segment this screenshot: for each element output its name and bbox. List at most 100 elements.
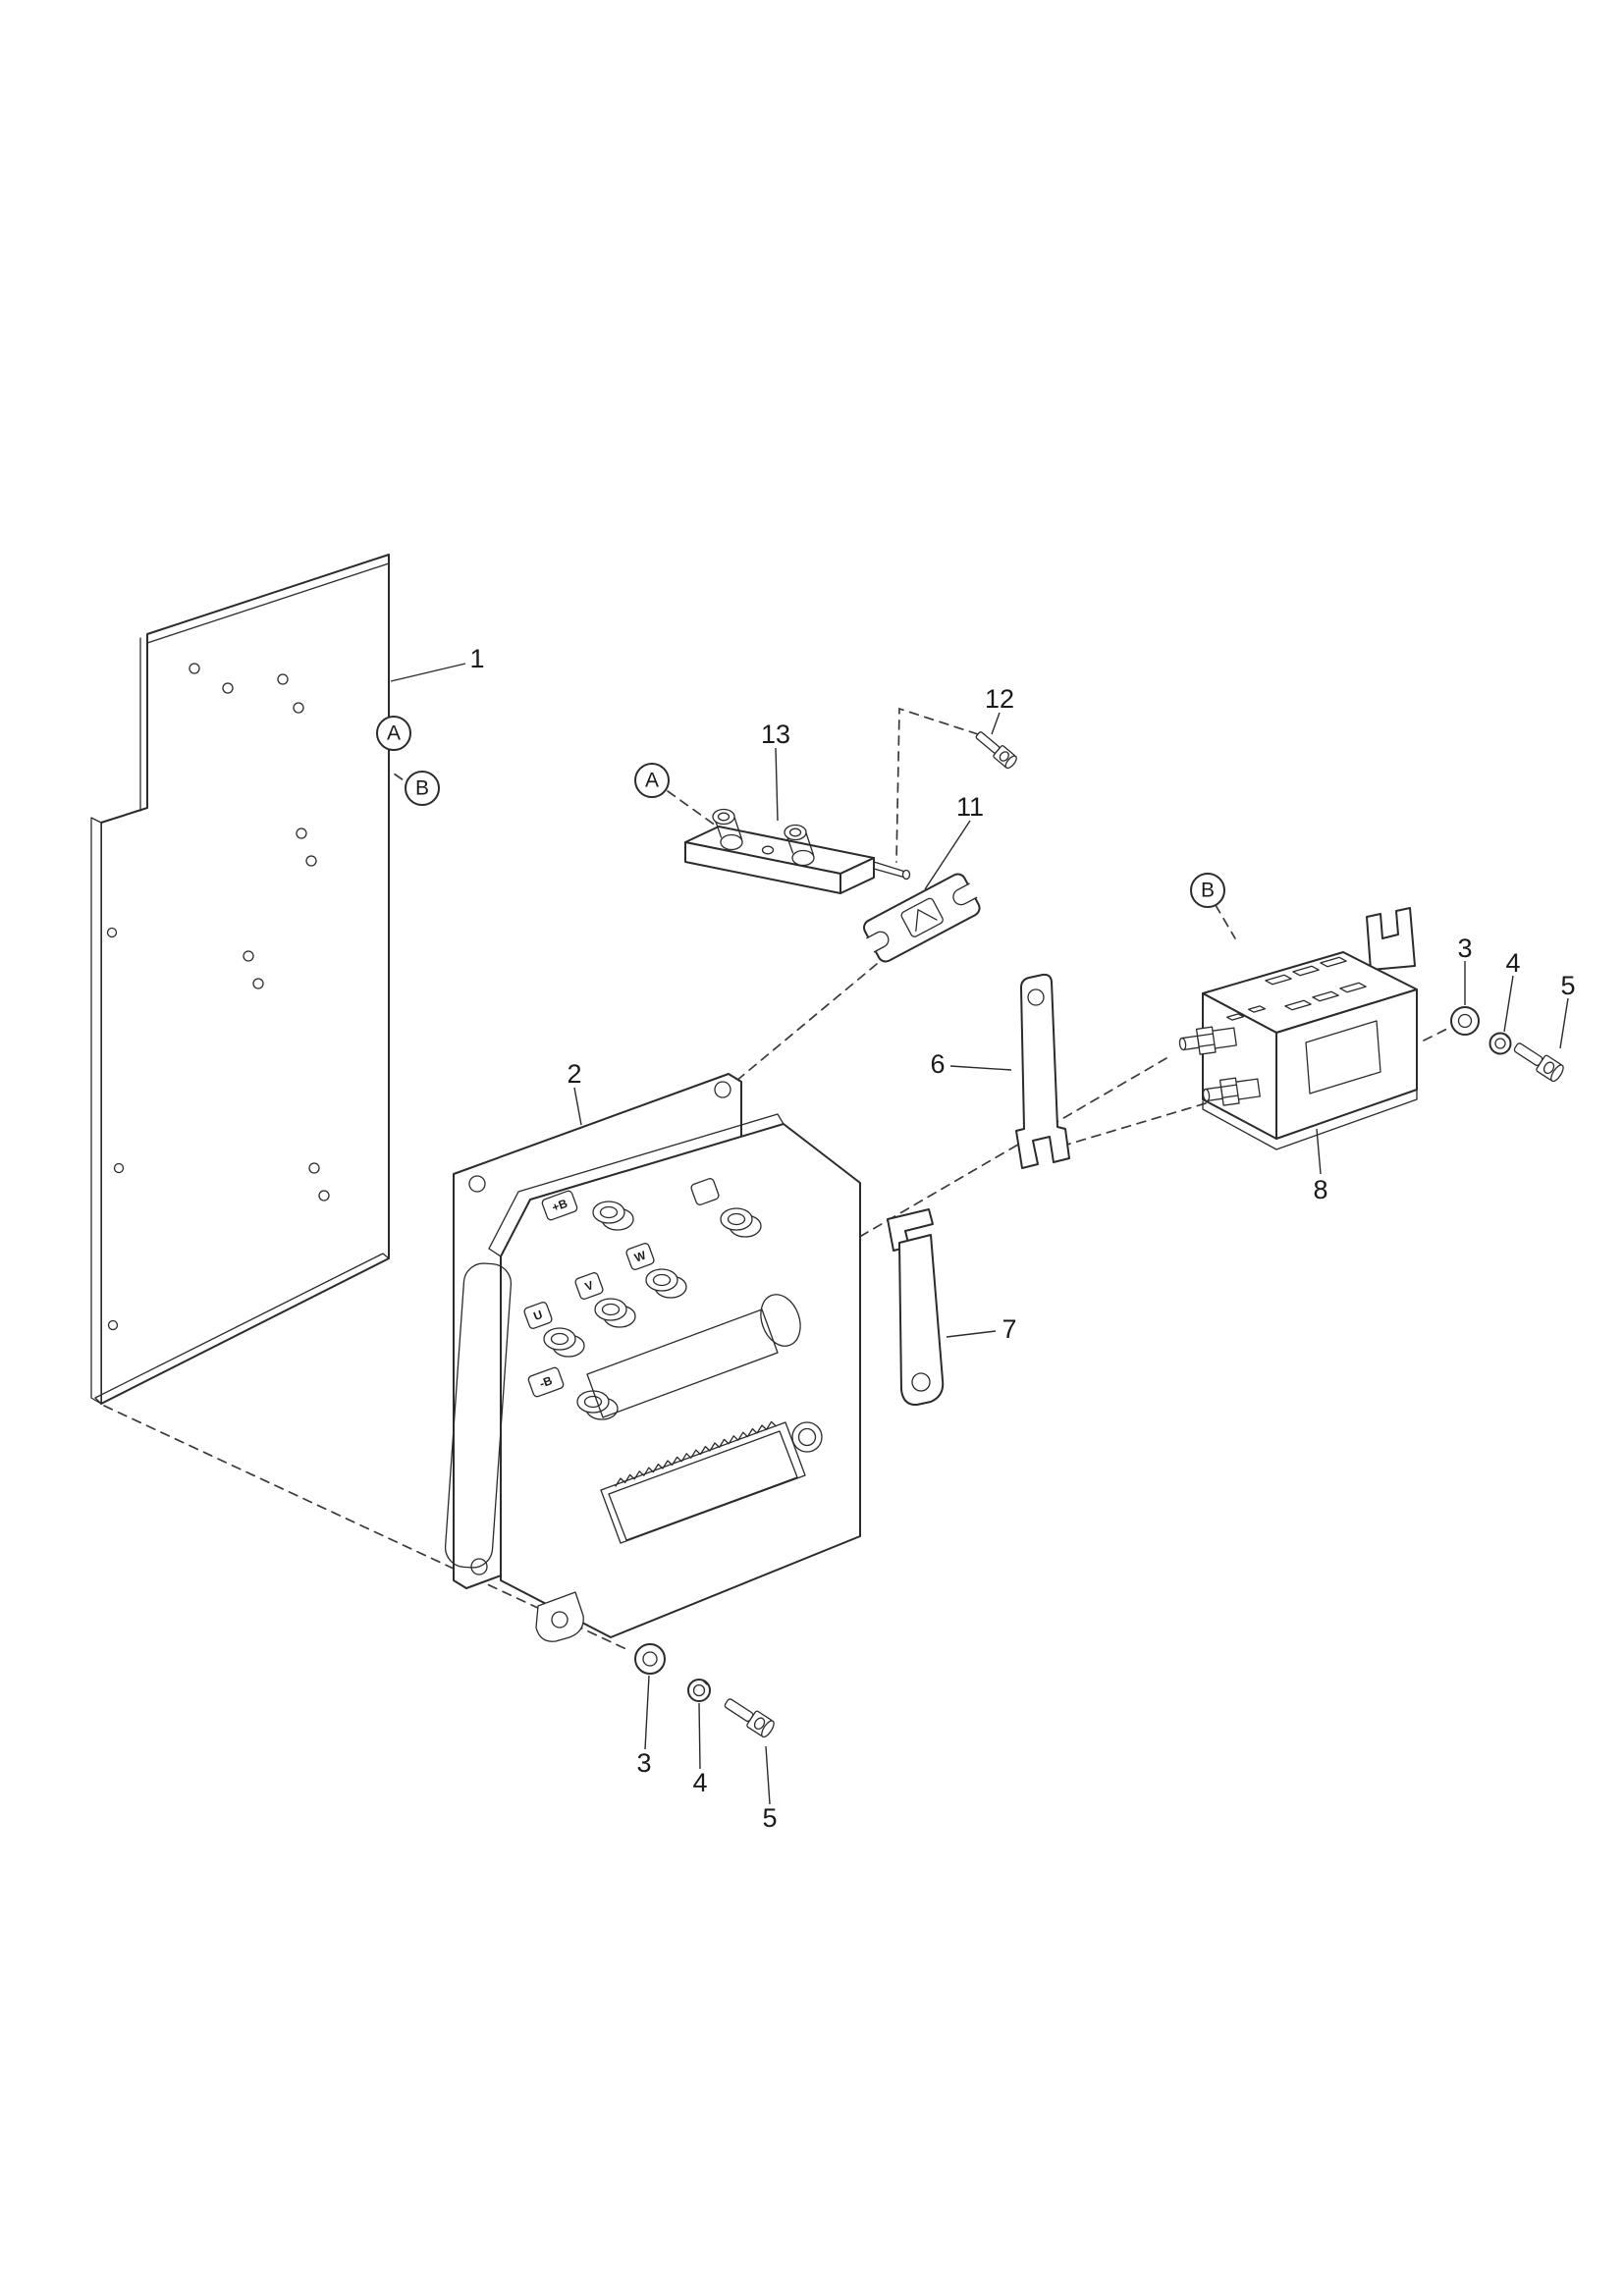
part-label-8: 8	[1313, 1128, 1328, 1204]
contactor-mounting-tab	[1366, 907, 1416, 971]
part-label-11: 11	[924, 792, 984, 890]
part-label-2: 2	[567, 1059, 582, 1126]
part-label-13: 13	[761, 720, 790, 822]
svg-text:3: 3	[636, 1748, 651, 1778]
controller-side-cover	[444, 1262, 513, 1569]
mounting-plate-top-edge	[146, 562, 390, 644]
terminal-label-aux	[690, 1178, 720, 1205]
controller-terminal-studs	[543, 1201, 762, 1420]
svg-text:2: 2	[567, 1059, 581, 1089]
callout-a-busbar-label: A	[645, 770, 659, 792]
contactor-label-area	[1305, 1020, 1381, 1095]
busbar-stud	[712, 808, 743, 851]
lock-washer-right	[1489, 1032, 1512, 1055]
part-label-7: 7	[946, 1314, 1017, 1344]
controller-grommet	[791, 1421, 823, 1453]
flat-washer-right	[1450, 1006, 1480, 1036]
fork-bracket	[1015, 973, 1070, 1169]
cap-screw-bottom	[724, 1698, 775, 1738]
terminal-label-minus-b: -B	[527, 1366, 565, 1398]
busbar-stud	[784, 824, 815, 867]
connector-pins	[615, 1420, 777, 1487]
svg-text:13: 13	[761, 720, 790, 749]
mounting-plate-face	[100, 554, 390, 1405]
svg-text:11: 11	[956, 792, 984, 822]
axis-contactor-to-washers	[1423, 1026, 1452, 1041]
callout-b-contactor: B	[1190, 873, 1225, 908]
busbar-right-face	[839, 857, 875, 894]
busbar-pin	[901, 869, 911, 881]
mounting-plate-left-edge	[90, 817, 102, 1405]
part-label-12: 12	[985, 684, 1014, 735]
contactor-stud	[1178, 1026, 1237, 1055]
terminal-label-w: W	[625, 1243, 655, 1270]
contactor	[1178, 907, 1418, 1150]
svg-text:4: 4	[1505, 948, 1520, 978]
axis-plate-to-bottom-screws	[103, 1405, 629, 1651]
axis-screw-to-fuse	[895, 707, 979, 863]
fuse-left-slot	[866, 931, 890, 953]
terminal-label-u: U	[523, 1302, 553, 1329]
axis-contactor-to-fork-bracket	[1059, 1102, 1207, 1148]
part-label-3-bottom: 3	[636, 1675, 652, 1778]
part-label-6: 6	[930, 1049, 1012, 1079]
contactor-right-face	[1275, 988, 1418, 1140]
svg-text:5: 5	[1560, 971, 1575, 1000]
contactor-base	[1202, 1090, 1418, 1150]
svg-text:3: 3	[1457, 934, 1472, 963]
axis-contactor-to-controller	[855, 1057, 1167, 1240]
hook-bracket-body	[898, 1234, 945, 1407]
svg-text:-B: -B	[538, 1373, 555, 1391]
controller-connector	[600, 1420, 806, 1544]
controller-top-face-edge	[488, 1113, 785, 1250]
mounting-plate-holes	[106, 663, 330, 1331]
part-label-5-bottom: 5	[762, 1745, 778, 1833]
controller-label-panel	[586, 1308, 779, 1418]
svg-text:W: W	[632, 1248, 648, 1264]
busbar-link	[684, 808, 911, 894]
callout-b-plate: B	[405, 771, 440, 806]
fuse-element	[915, 909, 938, 933]
terminal-label-v: V	[574, 1272, 604, 1300]
fork-bracket-hole	[1027, 988, 1045, 1006]
callout-a-busbar: A	[634, 763, 670, 798]
contactor-stud	[1202, 1077, 1261, 1106]
callout-b-plate-label: B	[415, 777, 429, 800]
svg-text:1: 1	[469, 644, 484, 673]
fuse-screw	[975, 731, 1017, 770]
fuse-window	[900, 897, 944, 937]
part-label-5-right: 5	[1559, 971, 1576, 1049]
part-label-1: 1	[390, 644, 485, 682]
callout-a-plate: A	[376, 716, 411, 751]
controller-unit: +B U V W -B	[444, 1073, 861, 1642]
axis-callout-a-to-busbar	[667, 790, 724, 831]
hook-bracket	[887, 1208, 945, 1407]
cap-screw-right	[1513, 1042, 1564, 1083]
mounting-plate	[90, 554, 390, 1405]
fuse	[863, 873, 981, 963]
busbar-hole	[761, 845, 775, 855]
callout-a-plate-label: A	[387, 722, 401, 745]
svg-text:12: 12	[985, 684, 1014, 714]
svg-text:4: 4	[692, 1768, 707, 1797]
svg-text:8: 8	[1313, 1175, 1327, 1204]
axis-callout-b-to-contactor	[1215, 904, 1236, 939]
contactor-blade-slots	[1225, 956, 1367, 1021]
part-label-3-right: 3	[1457, 934, 1473, 1005]
lock-washer-bottom	[687, 1679, 711, 1702]
part-label-4-bottom: 4	[692, 1702, 708, 1797]
hook-bracket-top	[887, 1208, 934, 1252]
terminal-label-plus-b: +B	[541, 1190, 578, 1221]
svg-text:6: 6	[930, 1049, 945, 1079]
hook-bracket-hole	[911, 1372, 931, 1392]
flat-washer-bottom	[634, 1643, 666, 1675]
controller-body	[500, 1123, 861, 1638]
fuse-right-slot	[952, 882, 978, 906]
connector-body	[608, 1430, 798, 1541]
controller-logo-oval	[760, 1294, 801, 1347]
part-label-4-right: 4	[1503, 948, 1521, 1033]
svg-text:7: 7	[1001, 1314, 1016, 1344]
callout-b-contactor-label: B	[1201, 880, 1215, 902]
